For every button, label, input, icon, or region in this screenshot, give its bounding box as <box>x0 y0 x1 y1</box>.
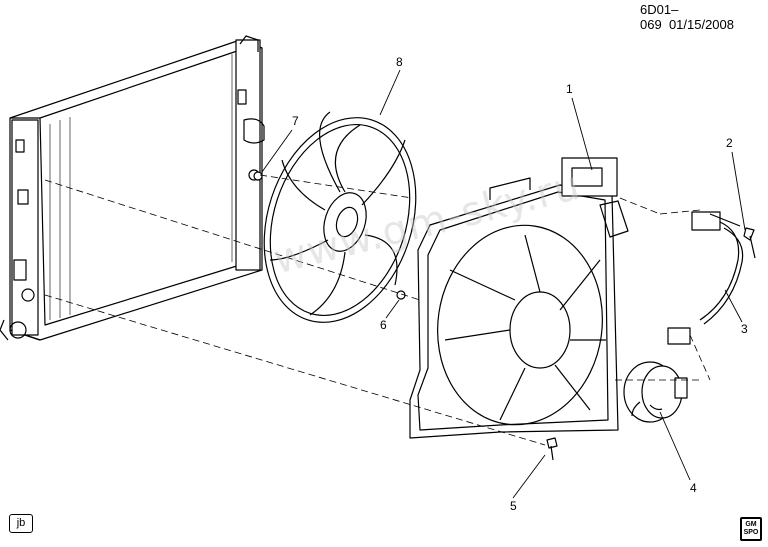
callout-4: 4 <box>690 481 697 495</box>
callout-3: 3 <box>741 322 748 336</box>
drawing-id: 6D01–069 <box>640 2 679 32</box>
callout-7: 7 <box>292 114 299 128</box>
gm-spo-logo: GM SPO <box>740 517 762 541</box>
fan-shroud <box>409 157 629 439</box>
callout-5: 5 <box>510 499 517 513</box>
radiator <box>0 35 265 341</box>
alignment-lines <box>44 174 711 446</box>
fan-motor <box>623 361 688 423</box>
wiring-harness <box>667 211 744 345</box>
callout-2: 2 <box>726 136 733 150</box>
fan-blade <box>263 111 417 323</box>
drawing-date: 01/15/2008 <box>668 17 735 32</box>
bolts <box>253 171 756 461</box>
drawing-reference: 6D01–069 01/15/2008 <box>640 2 768 32</box>
artist-tag: jb <box>9 514 33 533</box>
leader-lines <box>261 69 746 499</box>
callout-6: 6 <box>380 318 387 332</box>
callout-1: 1 <box>566 82 573 96</box>
callout-8: 8 <box>396 55 403 69</box>
